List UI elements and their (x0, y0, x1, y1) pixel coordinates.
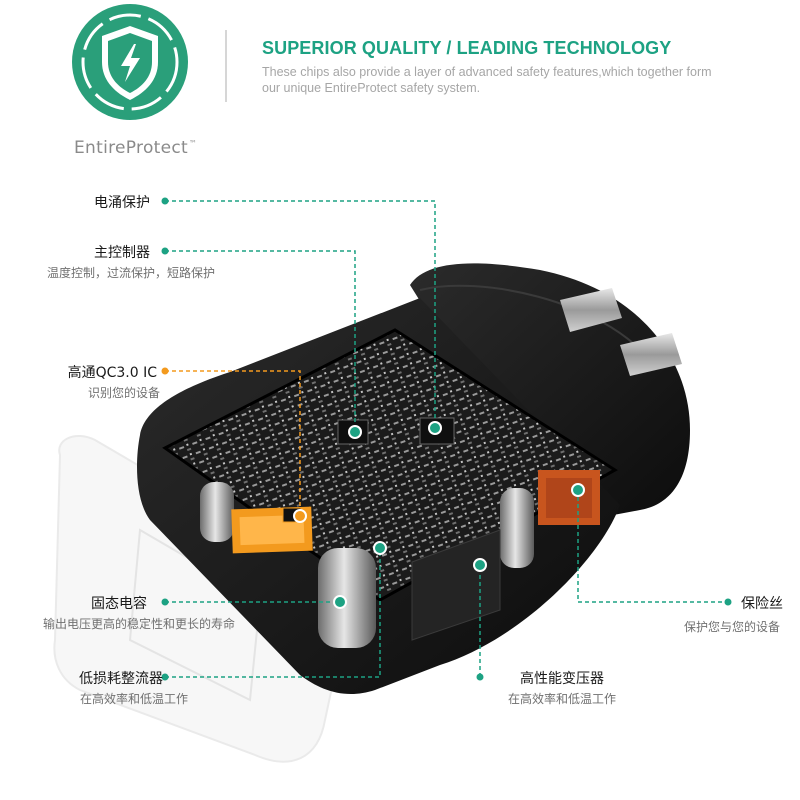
callout-transformer: 高性能变压器 (520, 671, 604, 687)
line-controller (165, 250, 356, 430)
callout-fuse: 保险丝 (741, 596, 783, 612)
solid-capacitor (318, 548, 376, 648)
capacitor-right (500, 488, 534, 568)
callout-main-controller: 主控制器 (94, 245, 150, 261)
entireprotect-logo (66, 0, 194, 128)
brand-name: EntireProtect™ (74, 138, 198, 158)
line-surge (165, 200, 436, 425)
line-qc (165, 370, 301, 514)
line-rectifier (165, 548, 381, 678)
headline: SUPERIOR QUALITY / LEADING TECHNOLOGY (262, 38, 672, 58)
charger-back-housing (410, 263, 690, 525)
callout-surge-protection: 电涌保护 (94, 195, 150, 211)
callout-qc-ic: 高通QC3.0 IC (67, 365, 157, 381)
prong-bottom (620, 333, 682, 376)
transformer (411, 529, 501, 641)
subheadline: These chips also provide a layer of adva… (262, 65, 712, 95)
callout-rectifier-desc: 在高效率和低温工作 (79, 692, 188, 706)
callout-main-controller-desc: 温度控制，过流保护，短路保护 (46, 266, 215, 280)
callout-solid-capacitor: 固态电容 (91, 596, 147, 612)
header-divider (225, 30, 227, 102)
line-fuse (577, 490, 728, 603)
callout-fuse-desc: 保护您与您的设备 (684, 620, 781, 634)
prong-top (560, 288, 622, 332)
callout-solid-capacitor-desc: 输出电压更高的稳定性和更长的寿命 (42, 617, 235, 631)
circuit-board (165, 330, 615, 600)
callout-transformer-desc: 在高效率和低温工作 (508, 692, 617, 706)
callout-rectifier: 低损耗整流器 (79, 671, 163, 687)
callout-qc-ic-desc: 识别您的设备 (87, 386, 160, 400)
capacitor-left (200, 482, 234, 542)
shield-bolt-icon (72, 4, 188, 120)
